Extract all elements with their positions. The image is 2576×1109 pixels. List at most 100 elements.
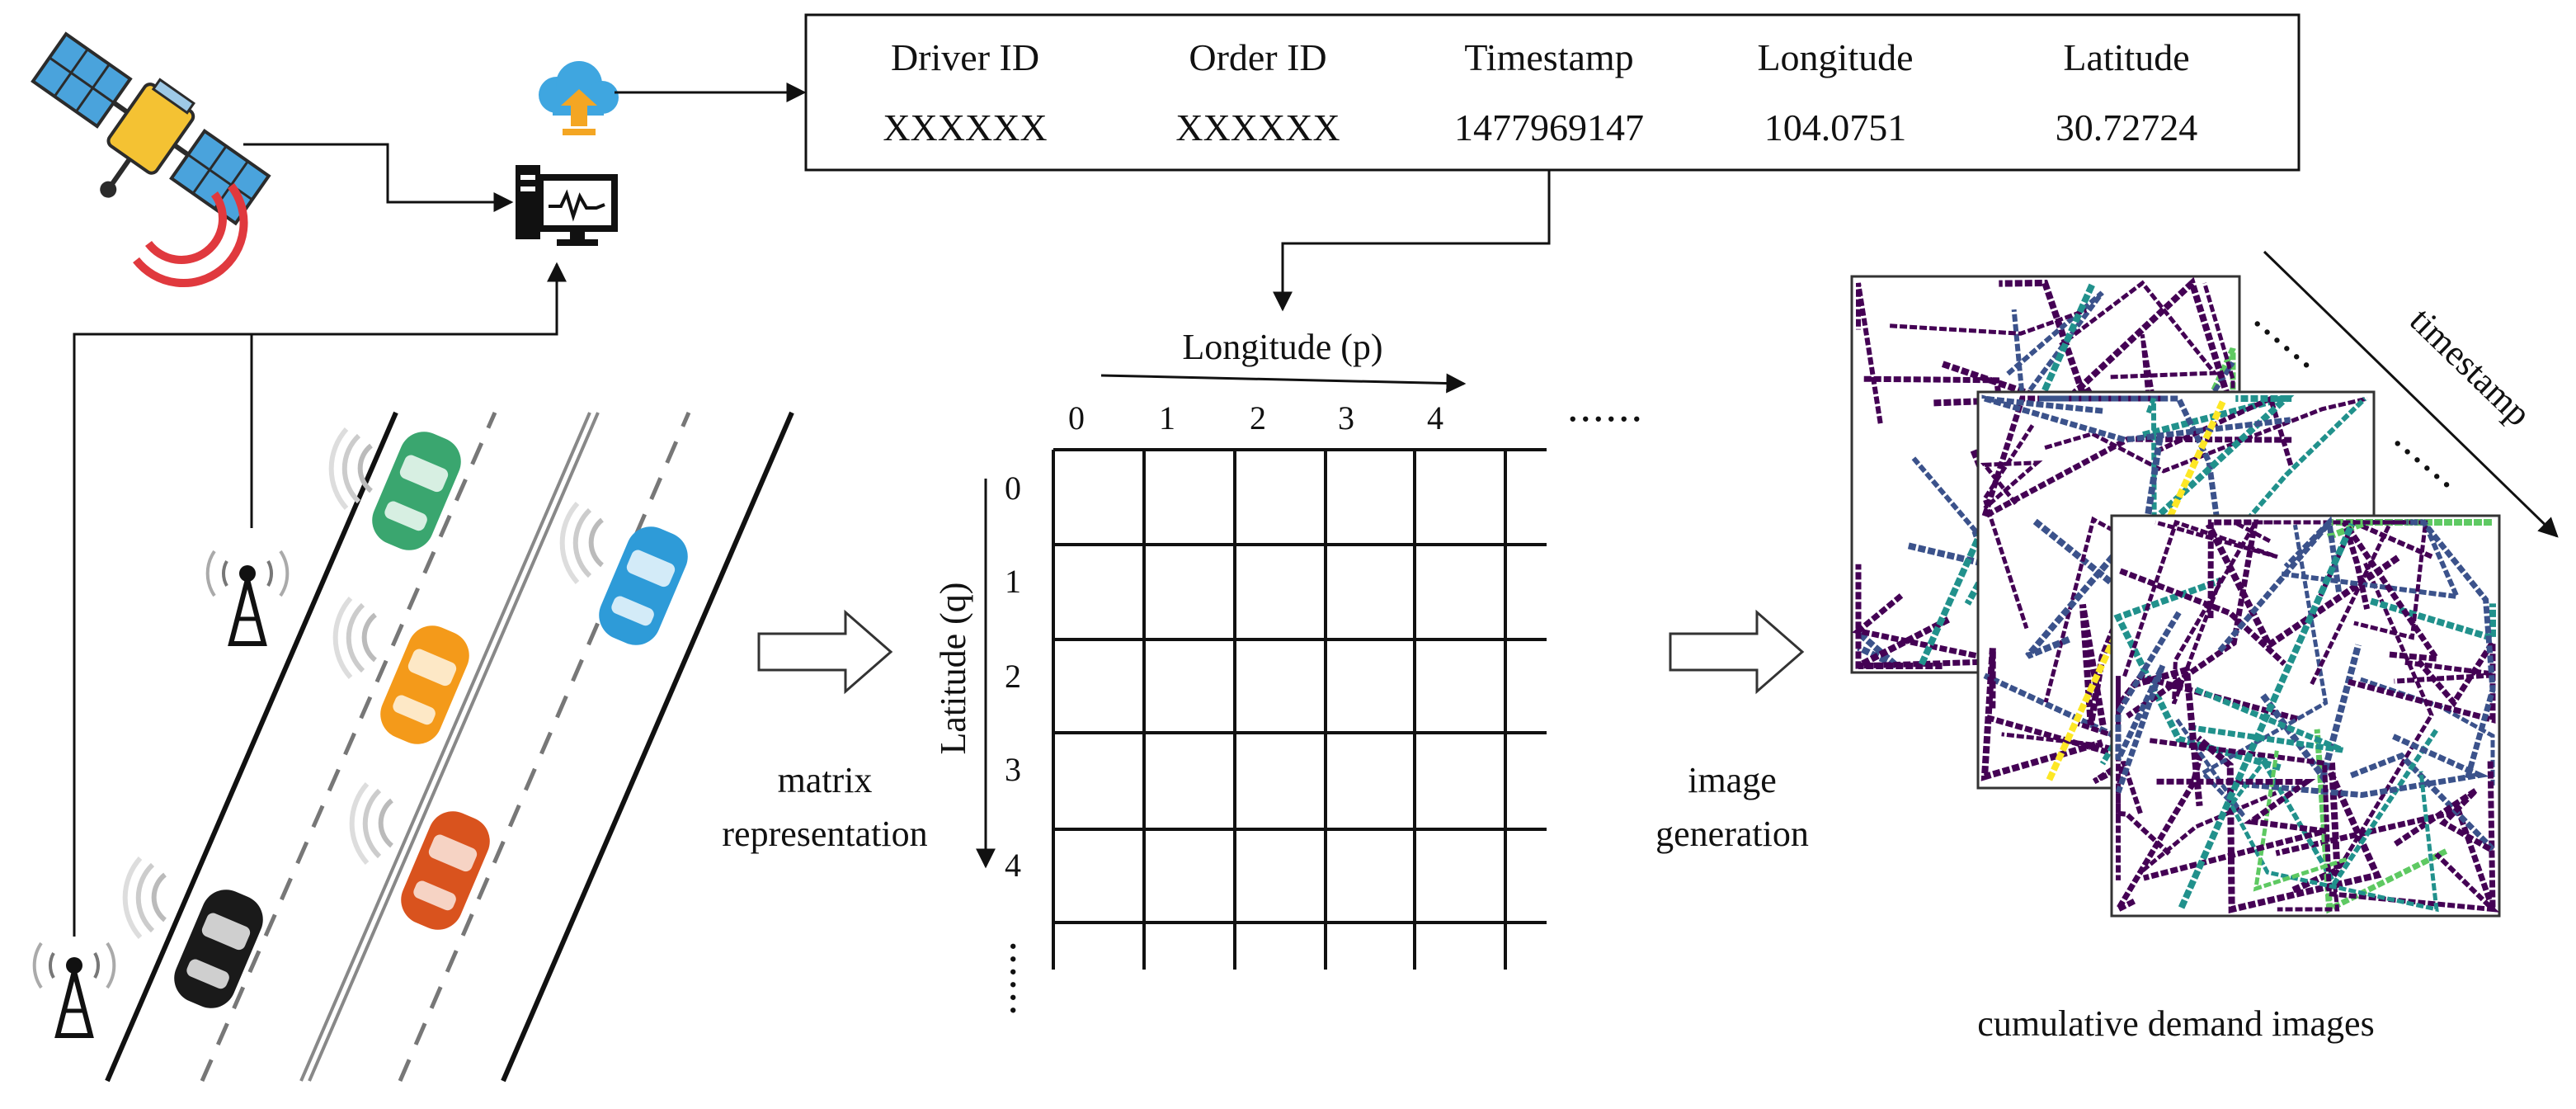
step-label-representation: representation [722,814,927,854]
demand-images-caption: cumulative demand images [1977,1003,2374,1044]
more-rows-ellipsis: ...... [1001,941,1051,1017]
y-tick-label: 1 [1005,563,1021,600]
demand-trace [2394,787,2494,853]
header-timestamp: Timestamp [1464,36,1633,78]
demand-trace [1941,279,2096,420]
demand-trace [2172,520,2277,705]
demand-trace [2110,741,2207,917]
y-tick-label: 0 [1005,470,1021,507]
step-label-generation: generation [1655,814,1809,854]
header-longitude: Longitude [1757,36,1913,78]
demand-trace [2187,686,2344,753]
x-tick-label: 0 [1068,399,1085,437]
step-label-matrix: matrix [778,760,873,800]
demand-trace [2314,729,2448,914]
demand-trace [1980,395,2292,522]
matrix-grid [1052,448,1547,970]
cell-tower-icon [32,941,116,1038]
car-icon [380,625,469,744]
value-order-id: XXXXXX [1175,106,1340,149]
satellite-icon [31,31,271,287]
demand-trace [2406,519,2496,779]
stack-ellipsis: ...... [2385,411,2476,498]
y-axis-label: Latitude (q) [933,583,973,755]
demand-trace [2140,333,2226,474]
car-icon [174,890,263,1008]
monitor-icon [516,165,618,246]
demand-trace [2131,665,2203,807]
x-axis-label: Longitude (p) [1182,327,1382,367]
car-icon [599,526,688,645]
cell-tower-icon [205,550,290,646]
gps-record-table: Driver ID Order ID Timestamp Longitude L… [804,13,2301,172]
demand-trace [2370,597,2496,643]
demand-trace [2175,524,2329,819]
demand-trace [2178,522,2356,909]
demand-trace [2291,762,2341,894]
value-longitude: 104.0751 [1764,106,1907,149]
demand-trace [2059,280,2219,380]
demand-trace [2332,562,2434,879]
y-tick-label: 4 [1005,847,1021,884]
timestamp-axis-arrow [2263,250,2559,538]
demand-trace [2253,750,2348,892]
wifi-signal-icon [328,427,373,510]
step-label-image: image [1688,760,1777,800]
car-icon [401,811,490,930]
y-tick-label: 2 [1005,658,1021,695]
x-axis-arrow [1100,373,1467,394]
value-timestamp: 1477969147 [1454,106,1644,149]
car-icon [372,432,461,550]
road-scene [105,411,794,1083]
demand-trace [2350,752,2495,852]
demand-trace [2149,738,2500,913]
more-columns-ellipsis: ...... [1567,381,1644,431]
demand-trace [1852,593,2027,669]
demand-trace [2205,522,2400,650]
y-tick-label: 3 [1005,751,1021,788]
demand-trace [2025,535,2205,659]
image-generation-arrow [1669,609,1805,695]
demand-trace [2122,519,2278,677]
demand-trace [1857,616,1950,669]
value-latitude: 30.72724 [2056,106,2198,149]
wifi-signal-icon [349,782,393,865]
demand-trace [1980,460,2043,510]
wifi-signal-icon [559,502,604,584]
demand-trace [2038,395,2228,578]
matrix-representation-arrow [757,609,893,695]
stack-ellipsis: ...... [2245,291,2336,379]
x-tick-label: 2 [1250,399,1266,437]
demand-trace [1981,394,2291,443]
wifi-signal-icon [122,857,167,939]
demand-trace [2229,757,2439,913]
header-latitude: Latitude [2063,36,2189,78]
wifi-signal-icon [332,597,377,679]
demand-image-panel [2110,514,2501,918]
demand-trace [1857,631,1900,669]
demand-trace [2142,778,2326,881]
data-flow-connectors [73,83,807,937]
demand-trace [2342,521,2443,663]
demand-trace [1856,282,1883,424]
x-tick-label: 4 [1427,399,1443,437]
x-tick-label: 3 [1338,399,1354,437]
demand-trace [1889,308,2088,336]
demand-trace [2115,611,2182,794]
demand-trace [2044,396,2368,474]
demand-trace [2140,790,2277,874]
header-driver-id: Driver ID [891,36,1039,78]
table-to-matrix-arrow [1273,170,1551,312]
demand-trace [2277,884,2340,912]
demand-trace [1980,648,2103,781]
demand-trace [2256,729,2438,889]
demand-image-stack [1850,275,2501,918]
demand-trace [2116,761,2143,880]
demand-trace [2158,395,2295,517]
timestamp-axis-label: timestamp [2402,300,2539,434]
value-driver-id: XXXXXX [883,106,1047,149]
demand-trace [2116,676,2171,856]
header-order-id: Order ID [1189,36,1326,78]
x-tick-label: 1 [1159,399,1175,437]
